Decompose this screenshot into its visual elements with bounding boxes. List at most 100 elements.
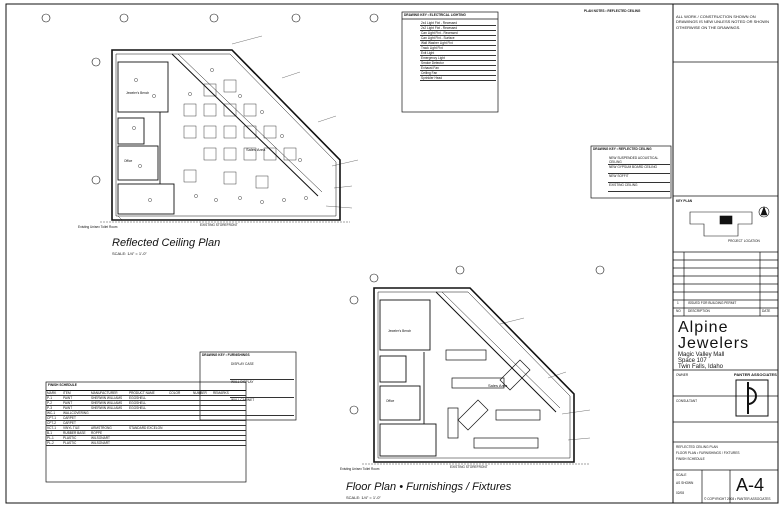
table-cell [168,401,192,406]
table-cell [212,431,246,436]
sales-area-label-floor: Sales Area [488,383,508,388]
table-cell: CPT-2 [46,421,62,426]
table-cell: PLASTIC LAMINATE [62,441,90,446]
key-plan-diagram [689,206,770,237]
table-cell: CPT-1 [46,416,62,421]
table-cell [212,396,246,401]
finish-schedule-title: FINISH SCHEDULE [48,383,77,387]
legend-item: Wall Washer Light Fixt [420,41,496,46]
project-name-line4: Space 107 [678,358,707,364]
table-cell [128,441,168,446]
existing-toilet-label-rcp: Existing Unisex Toilet Room [78,225,118,229]
table-header-cell: COLOR [168,391,192,396]
legend-item: Smoke Detector [420,61,496,66]
table-cell: WALLCOVERING [62,411,90,416]
table-cell [192,426,212,431]
table-cell: ROPPE [90,431,128,436]
grid-bubbles [41,13,605,415]
key-plan-title: KEY PLAN [676,199,693,203]
table-cell [192,436,212,441]
table-cell [168,426,192,431]
existing-toilet-label-floor: Existing Unisex Toilet Room [340,467,380,471]
rev-no: 1 [677,301,679,305]
legend-item: Exit Light [420,51,496,56]
sheet-desc-3: FINISH SCHEDULE [676,457,705,461]
table-cell: PAINT [62,396,90,401]
table-cell: SHERWIN WILLIAMS [90,396,128,401]
scale-label: SCALE [676,473,687,477]
floor-plan-scale: SCALE: 1/4" = 1'-0" [346,495,381,500]
table-cell: CARPET [62,416,90,421]
table-cell [212,441,246,446]
rcp-scale: SCALE: 1/4" = 1'-0" [112,251,147,256]
table-header-cell: PRODUCT NAME [128,391,168,396]
table-cell [212,426,246,431]
table-cell [212,401,246,406]
table-cell: P-2 [46,401,62,406]
project-name-line1: Alpine [678,319,729,336]
rev-header-date: DATE [762,309,771,313]
table-header-cell: NUMBER [192,391,212,396]
table-cell: SHERWIN WILLIAMS [90,406,128,411]
table-cell: PL-2 [46,441,62,446]
project-name-line3: Magic Valley Mall [678,352,725,358]
table-cell [192,411,212,416]
office-label-floor: Office [386,399,395,403]
table-cell: PAINT [62,406,90,411]
jewelers-bench-label-rcp: Jeweler's Bench [126,91,150,95]
legend-item: Ceiling Fan [420,71,496,76]
architect-name: PANTER ASSOCIATES [734,372,777,377]
legend-item: NEW SOFFIT [608,174,670,183]
project-name-line2: Jewelers [678,335,750,352]
sheet-number: A-4 [736,475,765,495]
table-cell [212,416,246,421]
ceiling-key-list: NEW SUSPENDED ACOUSTICAL CEILING NEW GYP… [608,156,670,192]
consultant-label: CONSULTANT [676,399,698,403]
existing-storefront-label-rcp: EXISTING STOREFRONT [200,223,238,227]
project-name-line5: Twin Falls, Idaho [678,364,724,370]
legend-item: DISPLAY CASE [230,362,294,380]
copyright: © COPYRIGHT 2008 • PANTER ASSOCIATES [704,497,771,501]
table-cell [168,411,192,416]
table-cell [90,411,128,416]
sales-area-label-rcp: Sales Area [246,147,266,152]
table-cell [90,416,128,421]
annotation-leaders [231,35,591,441]
rev-header-desc: DESCRIPTION [688,309,710,313]
legend-item: EXISTING CEILING [608,183,670,192]
table-cell: EGGSHELL [128,396,168,401]
legend-item: Can Light Fixt - Recessed [420,31,496,36]
table-header-cell: MANUFACTURER [90,391,128,396]
existing-storefront-label-floor: EXISTING STOREFRONT [450,465,488,469]
general-note: ALL WORK / CONSTRUCTION SHOWN ON DRAWING… [676,14,769,30]
reflected-ceiling-plan [100,49,350,223]
table-cell [192,431,212,436]
table-cell [168,416,192,421]
floor-plan-title: Floor Plan • Furnishings / Fixtures [346,481,512,493]
table-cell: EGGSHELL [128,406,168,411]
table-cell: B-1 [46,431,62,436]
table-cell: PL-1 [46,436,62,441]
table-cell: WILSONART [90,436,128,441]
table-cell [192,421,212,426]
legend-item: Can Light Fixt - Surface [420,36,496,41]
table-cell [128,431,168,436]
office-label-rcp: Office [124,159,133,163]
table-cell: PLASTIC LAMINATE [62,436,90,441]
table-cell: EGGSHELL [128,401,168,406]
legend-item: 2x2 Light Fixt - Recessed [420,26,496,31]
table-cell [168,436,192,441]
architect-logo [735,379,769,417]
table-cell: P-3 [46,406,62,411]
table-cell [192,441,212,446]
table-cell [128,411,168,416]
table-cell [168,406,192,411]
table-cell [168,431,192,436]
table-cell [192,416,212,421]
project-location-label: PROJECT LOCATION [728,239,760,243]
